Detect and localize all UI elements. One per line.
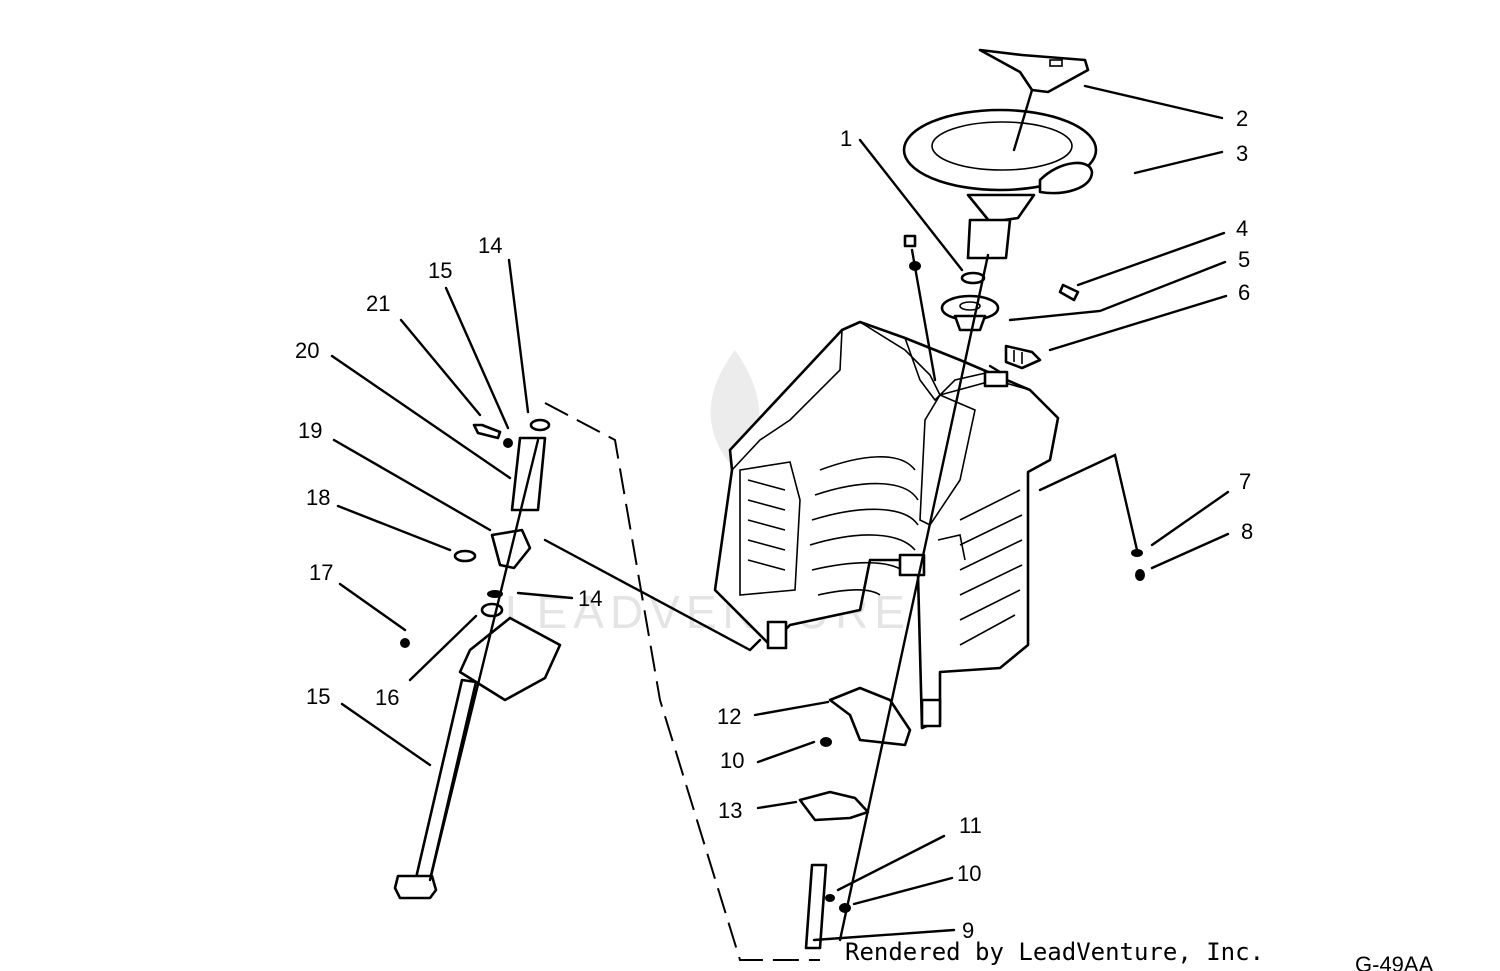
lower-shaft-9: [804, 863, 828, 950]
nut-10-upper: [820, 737, 832, 747]
callout-10-upper: 10: [720, 748, 744, 773]
callout-19: 19: [298, 418, 322, 443]
bearing-16: [480, 602, 504, 618]
render-credit: Rendered by LeadVenture, Inc.: [845, 938, 1264, 966]
callout-1: 1: [840, 126, 852, 151]
clip: [1004, 344, 1042, 370]
callout-13: 13: [718, 798, 742, 823]
callout-12: 12: [717, 704, 741, 729]
steering-wheel-cap: [978, 48, 1090, 94]
bolt-17: [400, 638, 410, 648]
callout-15-top: 15: [428, 258, 452, 283]
callout-8: 8: [1241, 519, 1253, 544]
callout-14-mid: 14: [578, 586, 602, 611]
callout-10-lower: 10: [957, 861, 981, 886]
dash-console: [713, 320, 1060, 730]
callout-2: 2: [1236, 106, 1248, 131]
washer-14-top: [529, 418, 551, 432]
callout-15-bottom: 15: [306, 684, 330, 709]
mount-plate: [458, 616, 562, 702]
column-assembly-left: [393, 418, 562, 900]
bracket-12: [828, 686, 912, 747]
callout-3: 3: [1236, 141, 1248, 166]
bushing: [940, 294, 1000, 332]
washer-1: [960, 271, 986, 285]
nut-15-top: [503, 438, 513, 448]
callout-18: 18: [306, 485, 330, 510]
callout-14-top: 14: [478, 233, 502, 258]
lower-column-15: [414, 678, 478, 882]
callout-labels: 1 2 3 4 5 6 7 8 9 10 10 11 12 13 14 14 1…: [295, 106, 1253, 943]
washer-18: [453, 549, 477, 563]
callout-9: 9: [962, 918, 974, 943]
assembly-lines: [428, 88, 1139, 961]
callout-16: 16: [375, 685, 399, 710]
callout-6: 6: [1238, 280, 1250, 305]
callout-4: 4: [1236, 216, 1248, 241]
hardware-7-8: [1131, 549, 1145, 581]
roll-pin: [1058, 283, 1080, 302]
bolt-21: [472, 423, 502, 440]
corner-code: G-49AA: [1355, 952, 1434, 971]
steering-wheel: [902, 108, 1098, 260]
callout-11: 11: [959, 813, 982, 838]
guide-13: [798, 790, 870, 822]
callout-7: 7: [1239, 469, 1251, 494]
washer-11: [825, 894, 835, 902]
callout-5: 5: [1238, 247, 1250, 272]
callout-20: 20: [295, 338, 319, 363]
callout-17: 17: [309, 560, 333, 585]
callout-21: 21: [366, 291, 390, 316]
leader-lines: [330, 84, 1230, 942]
